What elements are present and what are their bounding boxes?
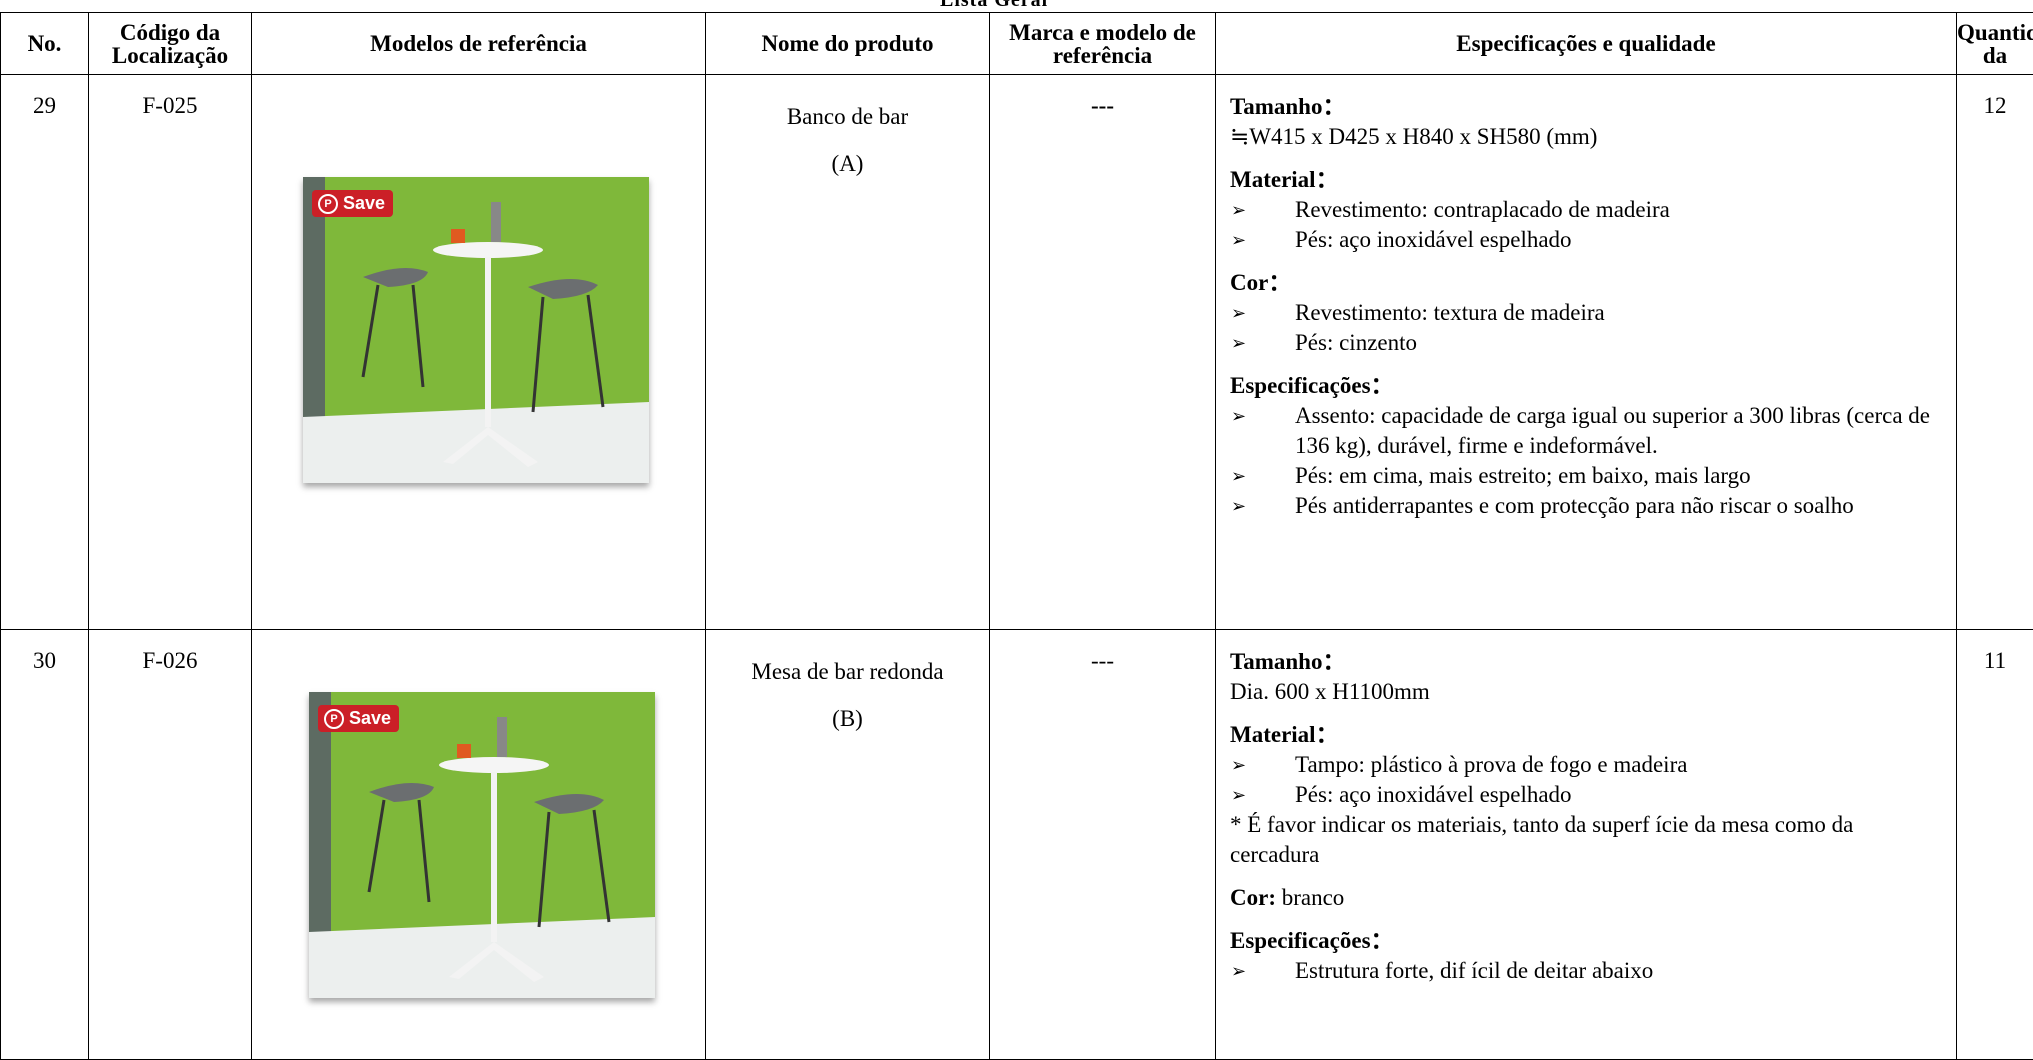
list-item: ➢Revestimento: textura de madeira	[1230, 298, 1942, 328]
table-row: 29 F-025	[1, 75, 2033, 630]
material-heading: Material：	[1230, 720, 1942, 750]
spec-heading: Especificações：	[1230, 371, 1942, 401]
cell-brand: ---	[990, 75, 1216, 630]
header-row: No. Código da Localização Modelos de ref…	[1, 13, 2033, 75]
arrow-bullet-icon: ➢	[1230, 491, 1295, 521]
list-item: ➢Pés antiderrapantes e com protecção par…	[1230, 491, 1942, 521]
header-spec: Especificações e qualidade	[1216, 13, 1957, 75]
list-item: ➢Pés: aço inoxidável espelhado	[1230, 225, 1942, 255]
arrow-bullet-icon: ➢	[1230, 780, 1295, 810]
pinterest-save-button[interactable]: P Save	[318, 705, 399, 732]
header-brand: Marca e modelo de referência	[990, 13, 1216, 75]
list-item: ➢Estrutura forte, dif ícil de deitar aba…	[1230, 956, 1942, 986]
arrow-bullet-icon: ➢	[1230, 401, 1295, 431]
spec-heading: Especificações：	[1230, 926, 1942, 956]
cell-qty: 11	[1957, 630, 2033, 1060]
arrow-bullet-icon: ➢	[1230, 461, 1295, 491]
bar-table-illustration	[309, 692, 655, 998]
pinterest-icon: P	[324, 709, 344, 729]
color-heading: Cor：	[1230, 268, 1942, 298]
list-item: ➢Tampo: plástico à prova de fogo e madei…	[1230, 750, 1942, 780]
header-name: Nome do produto	[706, 13, 990, 75]
cell-product-name: Mesa de bar redonda (B)	[706, 630, 990, 1060]
color-value: branco	[1276, 885, 1344, 910]
pinterest-icon: P	[318, 194, 338, 214]
list-item: ➢Pés: aço inoxidável espelhado	[1230, 780, 1942, 810]
header-qty: Quantida da	[1957, 13, 2033, 75]
bar-stool-illustration	[303, 177, 649, 483]
color-heading: Cor:	[1230, 885, 1276, 910]
cell-no: 29	[1, 75, 89, 630]
list-item: ➢Revestimento: contraplacado de madeira	[1230, 195, 1942, 225]
size-value: Dia. 600 x H1100mm	[1230, 677, 1942, 707]
size-heading: Tamanho：	[1230, 92, 1942, 122]
arrow-bullet-icon: ➢	[1230, 956, 1295, 986]
size-heading: Tamanho：	[1230, 647, 1942, 677]
header-code: Código da Localização	[89, 13, 252, 75]
table-row: 30 F-026	[1, 630, 2033, 1060]
product-photo: P Save	[303, 177, 649, 483]
size-value: ≒W415 x D425 x H840 x SH580 (mm)	[1230, 122, 1942, 152]
cell-specs: Tamanho： ≒W415 x D425 x H840 x SH580 (mm…	[1216, 75, 1957, 630]
list-item: ➢Assento: capacidade de carga igual ou s…	[1230, 401, 1942, 461]
product-name: Banco de bar	[706, 93, 989, 140]
cell-qty: 12	[1957, 75, 2033, 630]
save-label: Save	[343, 193, 385, 214]
arrow-bullet-icon: ➢	[1230, 195, 1295, 225]
header-no: No.	[1, 13, 89, 75]
list-title-fragment: Lista Geral	[940, 0, 1048, 12]
arrow-bullet-icon: ➢	[1230, 298, 1295, 328]
arrow-bullet-icon: ➢	[1230, 750, 1295, 780]
product-photo: P Save	[309, 692, 655, 998]
list-item: ➢Pés: em cima, mais estreito; em baixo, …	[1230, 461, 1942, 491]
cell-reference-image: P Save	[252, 75, 706, 630]
cell-code: F-026	[89, 630, 252, 1060]
material-heading: Material：	[1230, 165, 1942, 195]
save-label: Save	[349, 708, 391, 729]
product-name: Mesa de bar redonda	[706, 648, 989, 695]
header-models: Modelos de referência	[252, 13, 706, 75]
cell-brand: ---	[990, 630, 1216, 1060]
product-table: No. Código da Localização Modelos de ref…	[0, 12, 2033, 1060]
list-item: ➢Pés: cinzento	[1230, 328, 1942, 358]
cell-reference-image: P Save	[252, 630, 706, 1060]
arrow-bullet-icon: ➢	[1230, 225, 1295, 255]
cell-product-name: Banco de bar (A)	[706, 75, 990, 630]
cell-no: 30	[1, 630, 89, 1060]
cell-code: F-025	[89, 75, 252, 630]
product-variant: (B)	[706, 695, 989, 742]
pinterest-save-button[interactable]: P Save	[312, 190, 393, 217]
material-note: * É favor indicar os materiais, tanto da…	[1230, 810, 1942, 870]
cell-specs: Tamanho： Dia. 600 x H1100mm Material： ➢T…	[1216, 630, 1957, 1060]
product-variant: (A)	[706, 140, 989, 187]
arrow-bullet-icon: ➢	[1230, 328, 1295, 358]
